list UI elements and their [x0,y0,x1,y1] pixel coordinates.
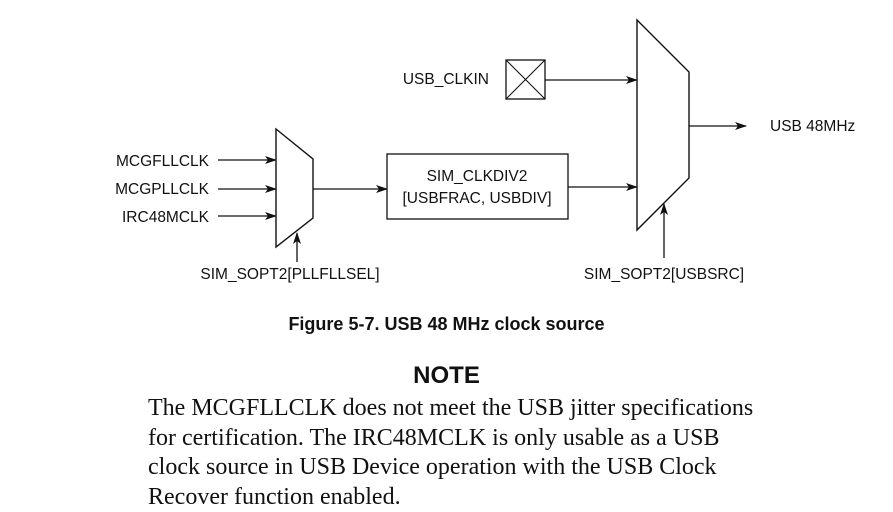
note-line: The MCGFLLCLK does not meet the USB jitt… [148,394,848,424]
note-line: for certification. The IRC48MCLK is only… [148,424,848,454]
note-line: clock source in USB Device operation wit… [148,453,848,483]
output-label: USB 48MHz [770,118,855,135]
mux2-select-label: SIM_SOPT2[USBSRC] [584,266,744,283]
note-title: NOTE [0,362,893,390]
input-label-mcgfllclk: MCGFLLCLK [116,153,210,170]
usb-clkin-pin-icon [506,60,545,99]
input-label-mcgpllclk: MCGPLLCLK [115,181,210,198]
clock-diagram: MCGFLLCLK MCGPLLCLK IRC48MCLK SIM_SOPT2[… [0,0,893,310]
divider-label-fields: [USBFRAC, USBDIV] [403,190,552,207]
mux1-select-label: SIM_SOPT2[PLLFLLSEL] [200,266,379,283]
note-body: The MCGFLLCLK does not meet the USB jitt… [148,394,848,512]
note-line: Recover function enabled. [148,483,848,512]
usb-clkin-label: USB_CLKIN [403,71,489,88]
input-label-irc48mclk: IRC48MCLK [122,209,210,226]
mux-usbsrc [637,20,689,230]
divider-box [387,154,568,219]
divider-label-register: SIM_CLKDIV2 [427,168,528,185]
mux-pllfllsel [276,129,313,247]
figure-caption: Figure 5-7. USB 48 MHz clock source [0,314,893,335]
